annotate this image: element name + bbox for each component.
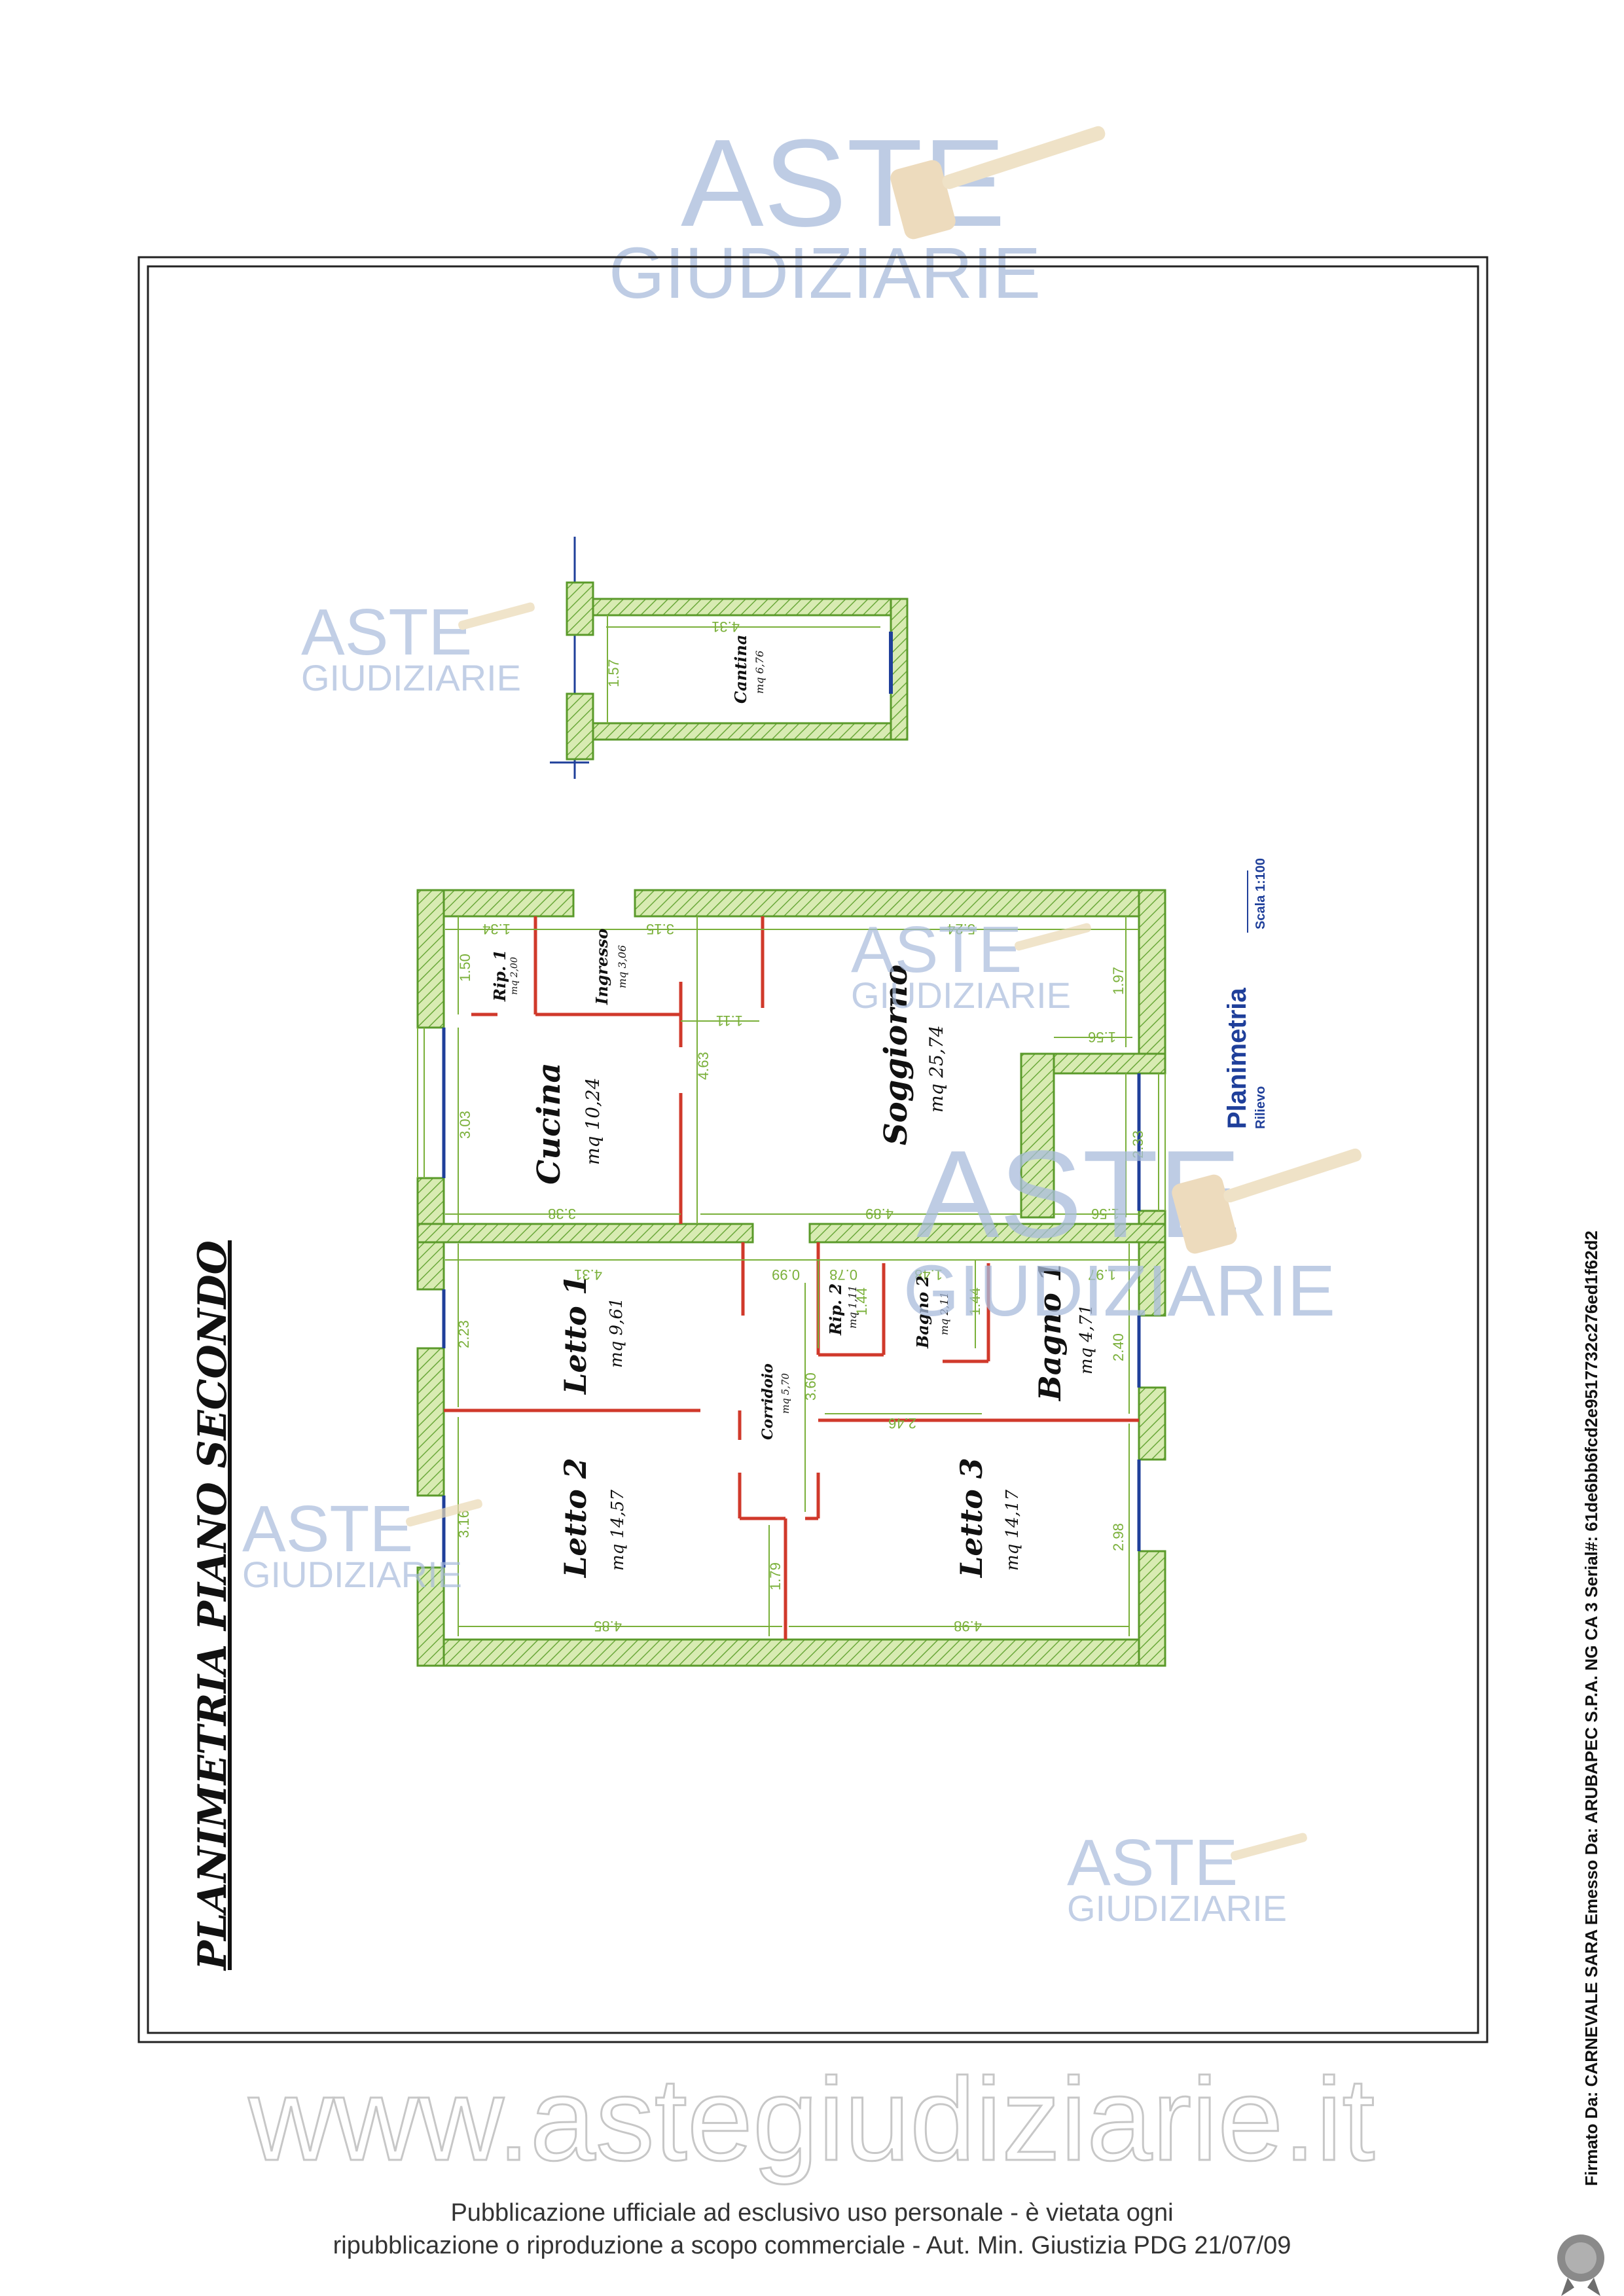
cantina-height-dim: 1.57 <box>605 659 622 687</box>
bagno1-area: mq 4,71 <box>1077 1304 1096 1374</box>
dim-315: 3.15 <box>646 921 674 937</box>
rip1-area: mq 2,00 <box>509 957 520 995</box>
watermark-giudiziarie-text: GIUDIZIARIE <box>609 233 1041 314</box>
dim-156a: 1.56 <box>1088 1029 1116 1045</box>
rip2-area: mq 1,11 <box>846 1285 859 1329</box>
legend-subtitle: Rilievo <box>1254 1086 1268 1129</box>
svg-text:ASTE: ASTE <box>242 1492 413 1566</box>
cucina-name: Cucina <box>531 1062 568 1185</box>
apartment-walls <box>416 889 1166 1667</box>
watermark-small-3: ASTE GIUDIZIARIE <box>242 1492 482 1595</box>
svg-text:ASTE: ASTE <box>851 913 1022 986</box>
watermark-large-mid: ASTE GIUDIZIARIE <box>903 1125 1362 1331</box>
cantina-width-dim: 4.31 <box>712 619 740 635</box>
watermark-top: ASTE GIUDIZIARIE <box>609 114 1106 314</box>
letto3-area: mq 14,17 <box>1003 1490 1022 1571</box>
dim-360: 3.60 <box>803 1372 819 1401</box>
dim-099: 0.99 <box>772 1266 800 1283</box>
letto2-name: Letto 2 <box>558 1458 593 1579</box>
cantina-name: Cantina <box>731 635 750 704</box>
inner-frame <box>147 265 1479 2034</box>
watermark-small-2: ASTE GIUDIZIARIE <box>851 913 1091 1016</box>
svg-text:GIUDIZIARIE: GIUDIZIARIE <box>1067 1888 1287 1929</box>
footer-notice-line2: ripubblicazione o riproduzione a scopo c… <box>333 2232 1291 2259</box>
svg-text:GIUDIZIARIE: GIUDIZIARIE <box>903 1251 1335 1331</box>
dim-144a: 1.44 <box>854 1287 870 1316</box>
dim-111: 1.11 <box>716 1013 743 1029</box>
svg-text:ASTE: ASTE <box>301 596 472 669</box>
dim-134: 1.34 <box>482 921 511 937</box>
dim-485: 4.85 <box>594 1618 622 1634</box>
letto3-name: Letto 3 <box>954 1458 989 1579</box>
legend-title: Planimetria <box>1223 988 1252 1129</box>
dim-240: 2.40 <box>1110 1333 1127 1361</box>
dim-197a: 1.97 <box>1110 967 1127 995</box>
dim-298: 2.98 <box>1110 1523 1127 1551</box>
dim-156b: 1.56 <box>1091 1206 1119 1222</box>
corridoio-area: mq 5,70 <box>780 1373 791 1414</box>
digital-signature: Firmato Da: CARNEVALE SARA Emesso Da: AR… <box>1581 1230 1601 2186</box>
dim-463: 4.63 <box>695 1052 712 1080</box>
svg-text:GIUDIZIARIE: GIUDIZIARIE <box>301 657 521 698</box>
dim-303: 3.03 <box>457 1111 473 1139</box>
dim-316: 3.16 <box>456 1510 472 1538</box>
drawing-title: PLANIMETRIA PIANO SECONDO <box>190 1240 236 1971</box>
bagno2-name: Bagno 2 <box>913 1276 932 1349</box>
dim-144b: 1.44 <box>967 1287 983 1316</box>
footer-notice-line1: Pubblicazione ufficiale ad esclusivo uso… <box>450 2199 1174 2227</box>
dim-148: 1.48 <box>914 1266 943 1283</box>
bagno2-area: mq 2,11 <box>938 1292 950 1335</box>
dimension-labels: 1.34 3.15 5.24 1.50 1.11 4.63 3.03 1.97 … <box>456 921 1146 1634</box>
soggiorno-name: Soggiorno <box>878 965 914 1145</box>
soggiorno-area: mq 25,74 <box>926 1025 947 1113</box>
dim-179: 1.79 <box>767 1562 784 1590</box>
outer-frame <box>137 256 1489 2043</box>
dim-150: 1.50 <box>457 954 473 982</box>
dim-489: 4.89 <box>865 1206 893 1222</box>
interior-partitions <box>444 916 1139 1640</box>
dim-246: 2.46 <box>888 1415 916 1431</box>
ingresso-area: mq 3,06 <box>616 945 628 988</box>
cantina-area: mq 6,76 <box>753 651 766 694</box>
watermark-small-4: ASTE GIUDIZIARIE <box>1067 1826 1307 1929</box>
watermark-small-1: ASTE GIUDIZIARIE <box>301 596 535 698</box>
letto2-area: mq 14,57 <box>608 1490 628 1571</box>
scale-label: Scala 1:100 <box>1254 858 1268 929</box>
svg-text:GIUDIZIARIE: GIUDIZIARIE <box>851 975 1071 1016</box>
corridoio-name: Corridoio <box>759 1363 776 1440</box>
room-labels: Rip. 1 mq 2,00 Ingresso mq 3,06 Cucina m… <box>490 929 1096 1579</box>
website-watermark: www.astegiudiziarie.it <box>248 2054 1375 2185</box>
letto1-name: Letto 1 <box>558 1274 593 1395</box>
bagno1-name: Bagno 1 <box>1032 1261 1068 1402</box>
letto1-area: mq 9,61 <box>607 1298 626 1368</box>
dim-197b: 1.97 <box>1088 1266 1116 1283</box>
ingresso-name: Ingresso <box>592 929 611 1005</box>
dim-431: 4.31 <box>574 1266 602 1283</box>
dim-223: 2.23 <box>456 1320 472 1348</box>
dim-078: 0.78 <box>829 1266 857 1283</box>
rip1-name: Rip. 1 <box>490 950 509 1002</box>
dim-233: 2.33 <box>1130 1130 1146 1158</box>
dim-498: 4.98 <box>954 1618 982 1634</box>
dim-338: 3.38 <box>548 1206 576 1222</box>
cantina-plan: 4.31 1.57 Cantina mq 6,76 <box>550 537 909 779</box>
seal-icon <box>1557 2234 1604 2296</box>
gavel-icon <box>890 126 1106 240</box>
dim-524: 5.24 <box>947 921 975 937</box>
dimension-lines <box>445 916 1139 1636</box>
svg-text:GIUDIZIARIE: GIUDIZIARIE <box>242 1554 462 1595</box>
rip2-name: Rip. 2 <box>826 1283 845 1336</box>
svg-text:ASTE: ASTE <box>1067 1826 1238 1899</box>
cucina-area: mq 10,24 <box>582 1077 604 1165</box>
